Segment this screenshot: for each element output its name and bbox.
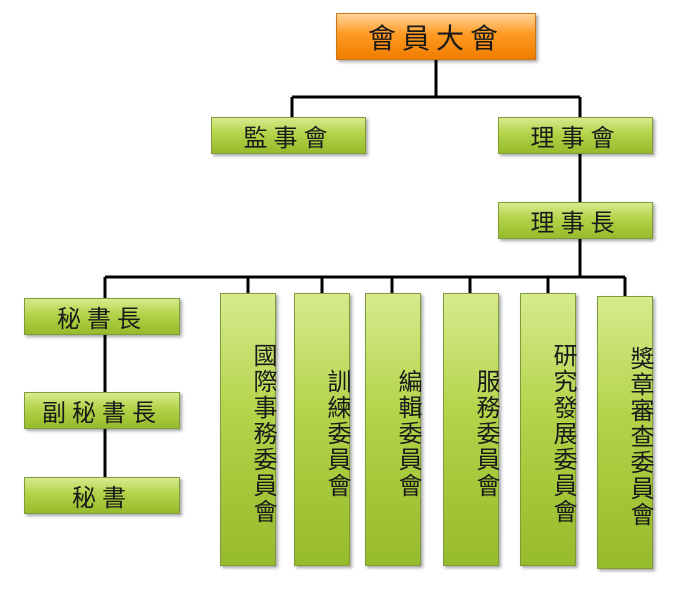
deputy-secretary-general-node: 副秘書長 [24, 392, 180, 429]
secretary-general-node: 秘書長 [24, 298, 180, 335]
supervisors-node: 監事會 [211, 117, 366, 154]
training-committee-node: 訓練委員會 [294, 293, 351, 566]
board-node: 理事會 [498, 117, 653, 154]
chairman-node: 理事長 [498, 202, 653, 239]
research-development-committee-node: 研究發展委員會 [520, 293, 577, 566]
awards-review-committee-node: 獎章審查委員會 [597, 296, 654, 569]
international-affairs-committee-node: 國際事務委員會 [220, 293, 277, 566]
general-assembly-node: 會員大會 [336, 13, 536, 60]
secretary-node: 秘書 [24, 477, 180, 514]
editorial-committee-node: 編輯委員會 [365, 293, 422, 566]
service-committee-node: 服務委員會 [443, 293, 500, 566]
